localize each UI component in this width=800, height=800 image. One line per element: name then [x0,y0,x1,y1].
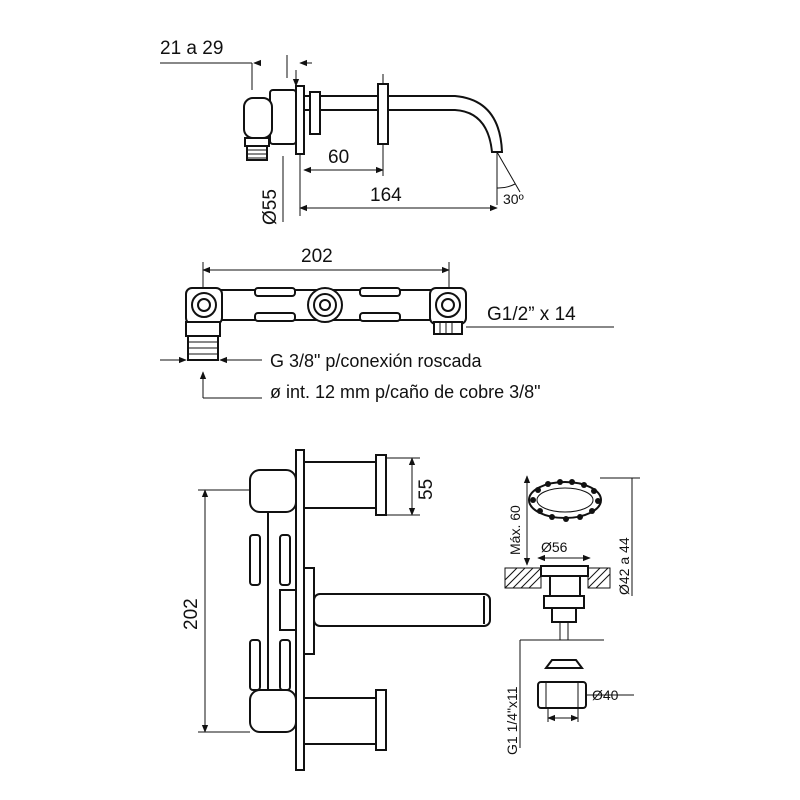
drain-detail-view: Máx. 60 Ø42 a 44 Ø56 G1 1/4"x11 [504,475,640,755]
drain-washer [544,659,584,669]
center-valve [307,287,343,323]
wall-plate [295,85,305,155]
basin-right-hatch [587,567,611,589]
front-spout [313,593,491,627]
front-dim-202-label: 202 [181,598,202,630]
front-dim-55-label: 55 [416,479,437,500]
note-copper-label: ø int. 12 mm p/caño de cobre 3/8" [270,382,541,402]
front-top-elbow [249,469,297,513]
middle-plan-view: 202 G1/2” x 14 G 3/8" p/conex [160,246,614,402]
spout-collar [309,91,321,135]
basin-hatching [504,567,611,589]
front-center-block [279,589,297,631]
angle-label: 30º [503,191,524,207]
thread-right-label: G1/2” x 14 [487,304,576,325]
dim-diameter-label: Ø55 [260,189,281,225]
left-nut [185,321,221,337]
elbow-body [269,89,297,145]
front-top-handle-body [303,461,383,509]
drain-lower-nut [537,681,587,709]
drain-nut [543,595,585,609]
front-wall-plate [295,449,305,771]
drain-stem [551,607,577,623]
note-thread-label: G 3/8" p/conexión roscada [270,351,483,371]
grate-dots [530,479,601,522]
front-bottom-handle-body [303,697,383,745]
drain-flange [540,565,589,577]
connector-nut [244,137,270,147]
drain-thread-label: G1 1/4"x11 [504,686,520,755]
front-bottom-elbow [249,689,297,733]
elbow-bend [243,97,273,139]
top-side-view: 30º 21 a 29 60 164 Ø55 [160,38,524,225]
spout [303,95,504,153]
depth-dim-label: 21 a 29 [160,38,223,59]
basin-left-hatch [504,567,542,589]
dim-164-label: 164 [370,185,402,206]
front-top-handle [375,454,387,516]
dim-60-label: 60 [328,147,349,168]
front-spout-collar [303,567,315,655]
handle [377,83,389,145]
drain-42-44-label: Ø42 a 44 [616,537,632,595]
front-bottom-handle [375,689,387,751]
drain-body [549,575,581,597]
plan-dim-202-label: 202 [301,246,333,267]
drain-max-label: Máx. 60 [507,505,523,555]
right-thread [433,321,463,335]
front-elevation-view: 55 202 [181,449,491,771]
drain-40-label: Ø40 [592,687,619,703]
drain-56-label: Ø56 [541,539,568,555]
